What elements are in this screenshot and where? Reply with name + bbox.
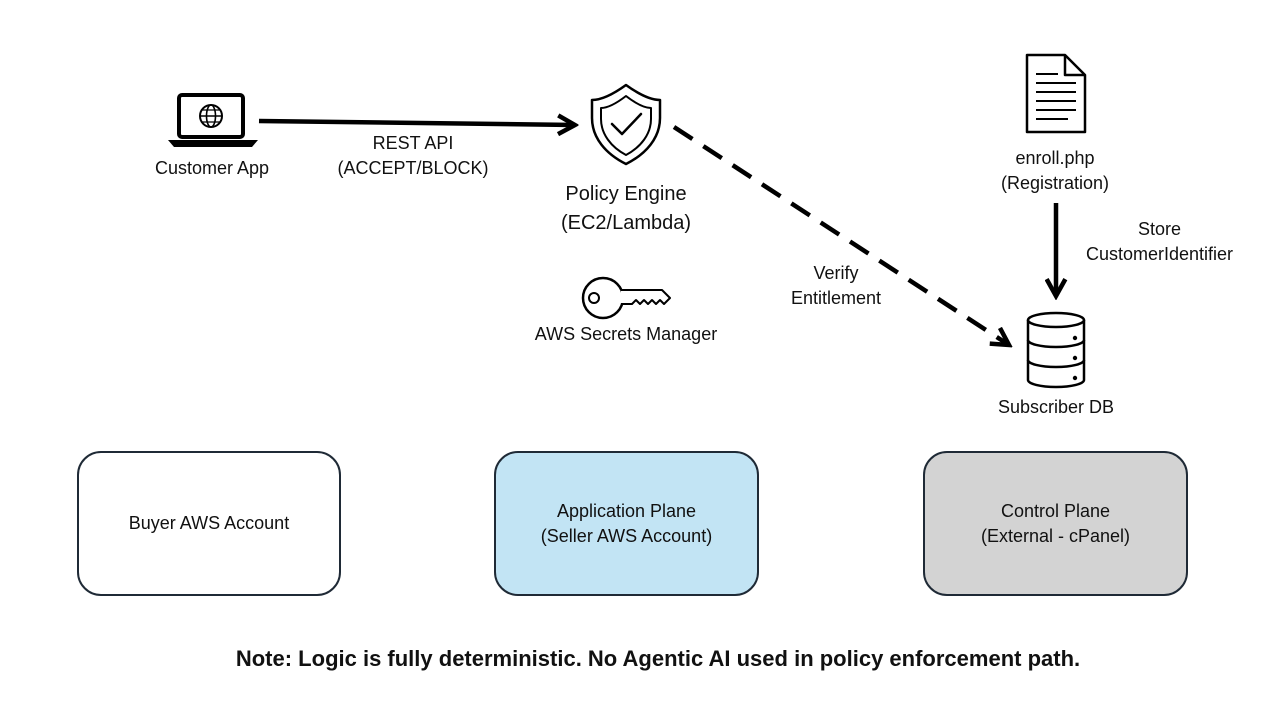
application-zone-title: Application Plane xyxy=(556,500,697,521)
buyer-zone-label: Buyer AWS Account xyxy=(128,513,290,533)
database-icon xyxy=(1026,311,1086,389)
store-identifier-label: Store CustomerIdentifier xyxy=(1085,219,1234,264)
verify-entitlement-arrow xyxy=(672,125,1009,345)
subscriber-db-label: Subscriber DB xyxy=(997,397,1115,417)
verify-entitlement-label: Verify Entitlement xyxy=(790,263,882,308)
secrets-manager-label: AWS Secrets Manager xyxy=(534,324,718,344)
control-zone-title: Control Plane xyxy=(1000,500,1111,521)
key-icon xyxy=(581,276,671,320)
enroll-label: enroll.php (Registration) xyxy=(1000,148,1110,193)
application-zone-subtitle: (Seller AWS Account) xyxy=(540,525,713,546)
footer-note: Note: Logic is fully deterministic. No A… xyxy=(235,646,1081,671)
application-plane-zone: Application Plane (Seller AWS Account) xyxy=(494,451,759,596)
buyer-aws-account-zone: Buyer AWS Account xyxy=(77,451,341,596)
control-zone-subtitle: (External - cPanel) xyxy=(980,525,1131,546)
rest-api-label: REST API (ACCEPT/BLOCK) xyxy=(337,133,489,178)
customer-app-label: Customer App xyxy=(154,158,270,178)
rest-api-arrow xyxy=(258,121,575,125)
control-plane-zone: Control Plane (External - cPanel) xyxy=(923,451,1188,596)
policy-engine-label: Policy Engine (EC2/Lambda) xyxy=(560,183,692,234)
laptop-icon xyxy=(168,93,258,147)
document-icon xyxy=(1025,53,1087,134)
shield-check-icon xyxy=(590,83,662,166)
